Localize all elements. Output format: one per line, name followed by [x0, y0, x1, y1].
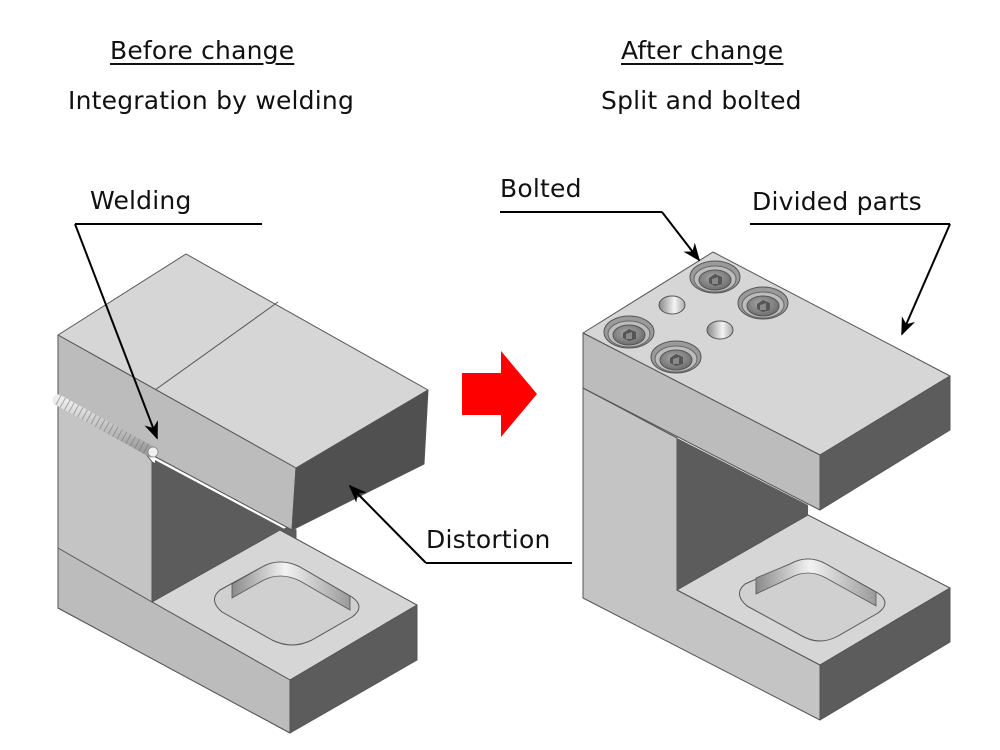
- bolt-4: [650, 340, 702, 374]
- dowel-hole-1: [658, 295, 686, 315]
- welding-label: Welding: [90, 186, 192, 215]
- after-heading: After change: [621, 36, 784, 65]
- left-top-seam: [154, 301, 279, 391]
- bolt-2: [737, 286, 789, 320]
- bolted-label: Bolted: [500, 174, 582, 203]
- divided-parts-callout: [750, 223, 951, 336]
- right-base-right-face: [819, 587, 951, 721]
- weld-bead: [52, 394, 159, 458]
- right-arrow-icon: [462, 351, 537, 437]
- bolted-part: [582, 251, 951, 721]
- left-base-front-face: [57, 547, 291, 734]
- divided-parts-label: Divided parts: [752, 187, 922, 216]
- left-arm-right-face: [291, 389, 429, 531]
- after-subtitle: Split and bolted: [601, 86, 802, 115]
- bolt-1: [689, 260, 741, 294]
- right-column-inner-face: [677, 438, 808, 590]
- left-arm-front-face: [57, 334, 297, 531]
- bolt-3: [603, 315, 655, 349]
- bolted-callout: [500, 211, 701, 262]
- right-plate-right-face: [819, 375, 951, 511]
- welding-callout: [74, 223, 262, 440]
- dowel-hole-2: [706, 320, 734, 340]
- distortion-label: Distortion: [426, 525, 551, 554]
- before-heading: Before change: [110, 36, 295, 65]
- left-pocket: [214, 561, 360, 646]
- distortion-callout: [348, 484, 572, 564]
- welded-part: [52, 253, 429, 734]
- right-pocket: [739, 558, 886, 642]
- before-subtitle: Integration by welding: [68, 86, 355, 115]
- left-base-right-face: [289, 604, 418, 734]
